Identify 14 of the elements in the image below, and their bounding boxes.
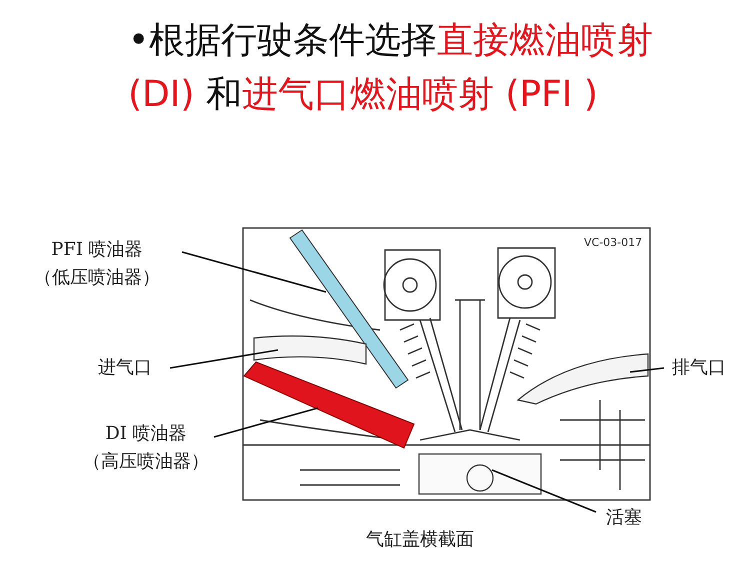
part-label: （低压喷油器） — [33, 266, 161, 290]
figure-caption: 气缸盖横截面 — [365, 528, 475, 552]
figure-code: VC-03-017 — [584, 236, 642, 249]
leader-line — [170, 349, 278, 369]
leader-line — [214, 407, 318, 438]
part-label: 进气口 — [97, 356, 153, 380]
leader-line — [492, 469, 596, 513]
slide-title: •根据行驶条件选择直接燃油喷射 (DI) 和进气口燃油喷射 (PFI ) — [128, 19, 654, 117]
part-label: （高压喷油器） — [82, 450, 210, 474]
leader-line — [182, 251, 326, 293]
part-label: DI 喷油器 — [104, 422, 188, 446]
part-label: 活塞 — [605, 506, 643, 530]
part-label: 排气口 — [671, 356, 727, 380]
part-label: PFI 喷油器 — [50, 238, 144, 262]
